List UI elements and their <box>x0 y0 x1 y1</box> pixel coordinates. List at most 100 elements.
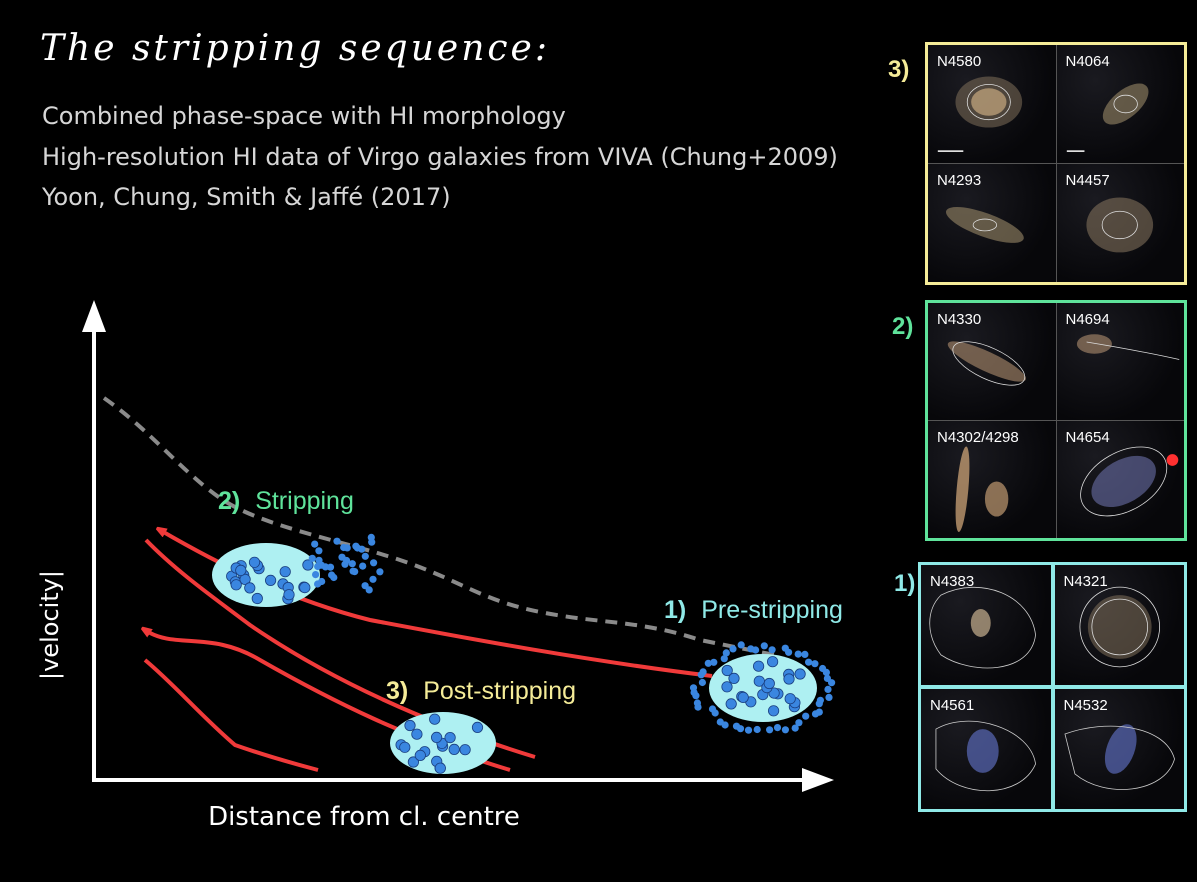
galaxy-dot <box>459 744 471 756</box>
galaxy-label: N4330 <box>937 311 982 328</box>
galaxy-dot <box>773 724 782 732</box>
galaxy-label: N4561 <box>930 697 975 714</box>
galaxy-dot <box>348 560 356 568</box>
galaxy-label: N4654 <box>1065 429 1110 446</box>
galaxy-dot <box>828 679 836 687</box>
galaxy-dot <box>352 542 360 550</box>
galaxy-dot <box>264 574 277 587</box>
galaxy-image-placeholder <box>1066 83 1148 152</box>
stage-3-label: 3) Post-stripping <box>386 677 576 705</box>
galaxy-dot <box>725 698 737 710</box>
galaxy-dot <box>361 552 369 560</box>
galaxy-image-placeholder <box>1079 446 1178 517</box>
y-axis-label: |velocity| <box>36 570 64 680</box>
galaxy-image: N4457 <box>1056 164 1184 282</box>
galaxy-dot <box>411 728 423 740</box>
galaxy-label: N4580 <box>937 53 982 70</box>
galaxy-dot <box>811 710 820 718</box>
galaxy-dot <box>766 726 774 734</box>
galaxy-dot <box>299 581 311 594</box>
galaxy-label: N4302/4298 <box>937 429 1019 446</box>
galaxy-image-placeholder <box>1063 724 1175 790</box>
galaxy-dot <box>444 731 456 744</box>
y-axis-arrowhead <box>82 300 106 332</box>
galaxy-dot <box>728 672 740 685</box>
galaxy-dot <box>767 705 780 717</box>
galaxy-dot <box>370 559 378 567</box>
subtitle-phase-space: Combined phase-space with HI morphology <box>42 102 566 130</box>
stage-3-name: Post-stripping <box>423 677 576 705</box>
galaxy-image-placeholder <box>1079 586 1160 668</box>
galaxy-image-placeholder <box>1085 197 1153 253</box>
galaxy-label: N4321 <box>1063 573 1108 590</box>
galaxy-image: N4321 <box>1054 565 1184 685</box>
galaxy-dot <box>794 668 806 680</box>
galaxy-dot <box>802 712 810 720</box>
galaxy-dot <box>760 642 768 650</box>
galaxy-dot <box>333 537 341 545</box>
galaxy-dot <box>368 538 376 546</box>
galaxy-dot <box>744 726 753 734</box>
galaxy-dot <box>824 685 832 694</box>
galaxy-dot <box>716 718 724 726</box>
galaxy-label: N4383 <box>930 573 975 590</box>
galaxy-dot <box>794 650 802 658</box>
galaxy-image: N4064 <box>1056 45 1184 163</box>
galaxy-dot <box>312 571 320 579</box>
galaxy-label: N4457 <box>1065 172 1110 189</box>
galaxy-dot <box>359 562 367 570</box>
galaxy-dot <box>811 660 819 668</box>
galaxy-dot <box>825 693 833 702</box>
stage-1-name: Pre-stripping <box>701 596 843 624</box>
galaxy-dot <box>399 741 411 753</box>
subtitle-citation: Yoon, Chung, Smith & Jaffé (2017) <box>42 183 451 211</box>
galaxy-dot <box>781 726 790 734</box>
galaxy-dot <box>311 540 319 548</box>
stage-2-number: 2) <box>218 487 240 515</box>
galaxy-image-placeholder <box>945 207 1024 243</box>
x-axis-label: Distance from cl. centre <box>208 802 520 832</box>
galaxy-dot <box>315 547 323 555</box>
subtitle-viva-data: High-resolution HI data of Virgo galaxie… <box>42 143 838 171</box>
galaxy-dot <box>308 554 316 562</box>
galaxy-dot <box>763 677 775 690</box>
panel-pre-stripping: N4383 N4321 N4561 N4532 <box>918 562 1187 812</box>
galaxy-dot <box>801 650 809 659</box>
galaxy-dot <box>768 646 776 654</box>
galaxy-label: N4064 <box>1065 53 1110 70</box>
galaxy-dot <box>239 573 251 586</box>
galaxy-image-placeholder <box>1076 334 1179 360</box>
galaxy-dot <box>429 713 441 725</box>
galaxy-image: N4694 <box>1056 303 1184 420</box>
galaxy-dot <box>699 668 707 676</box>
galaxy-dot <box>414 749 426 762</box>
x-axis-arrowhead <box>802 768 834 792</box>
trajectory-bottom <box>143 658 319 772</box>
galaxy-dot <box>430 731 443 744</box>
galaxy-dot <box>343 544 351 552</box>
stage-1-number: 1) <box>664 596 686 624</box>
galaxy-dot <box>434 762 446 774</box>
galaxy-label: N4293 <box>937 172 982 189</box>
stage-2-name: Stripping <box>255 487 354 515</box>
galaxy-dot <box>314 562 322 571</box>
galaxy-dot <box>710 658 718 666</box>
galaxy-image: N4330 <box>928 303 1056 420</box>
galaxy-image: N4580 <box>928 45 1056 163</box>
galaxy-dot <box>721 664 733 677</box>
galaxy-dot <box>805 658 813 666</box>
page-title: The stripping sequence: <box>40 28 550 69</box>
galaxy-dot <box>737 691 749 704</box>
galaxy-dot <box>791 724 799 732</box>
galaxy-dot <box>471 721 484 734</box>
galaxy-dot <box>721 681 733 693</box>
galaxy-dot <box>279 566 291 578</box>
panel-1-label: 1) <box>894 570 916 597</box>
galaxy-dot <box>302 559 314 571</box>
escape-velocity-curve <box>102 396 776 657</box>
galaxy-dot <box>795 719 803 727</box>
galaxy-image-placeholder <box>947 341 1026 386</box>
galaxy-dot <box>376 568 384 576</box>
galaxy-image-placeholder <box>955 446 1009 532</box>
